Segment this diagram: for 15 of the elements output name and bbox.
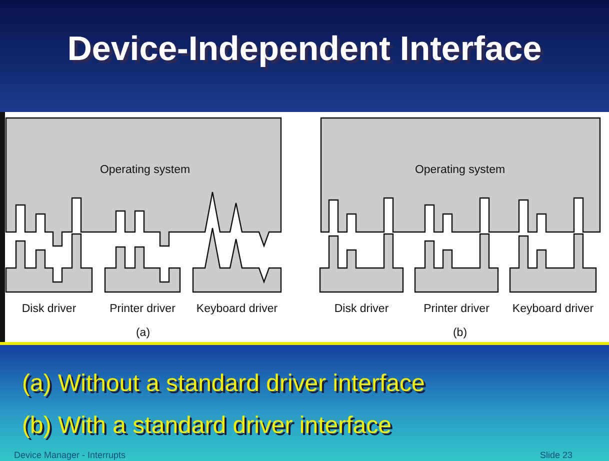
slide-number: Slide 23	[540, 450, 573, 460]
caption-text: (a) Without a standard driver interface	[22, 370, 425, 398]
shape-label: Disk driver	[22, 303, 76, 315]
shape-label: Disk driver	[334, 303, 389, 315]
caption-text: (b) With a standard driver interface	[22, 412, 392, 440]
shape-label: Printer driver	[424, 303, 490, 315]
figure-label: (b)	[452, 327, 468, 339]
shape-label: Printer driver	[110, 303, 176, 315]
shape-label: Operating system	[100, 164, 190, 176]
shape-label: Keyboard driver	[512, 303, 594, 315]
footer-text: Device Manager - Interrupts	[14, 450, 126, 460]
shape-label: Operating system	[414, 164, 506, 176]
slide-title: Device-Independent Interface	[66, 30, 543, 69]
shape-label: Keyboard driver	[196, 303, 278, 315]
figure-label: (a)	[136, 327, 150, 339]
